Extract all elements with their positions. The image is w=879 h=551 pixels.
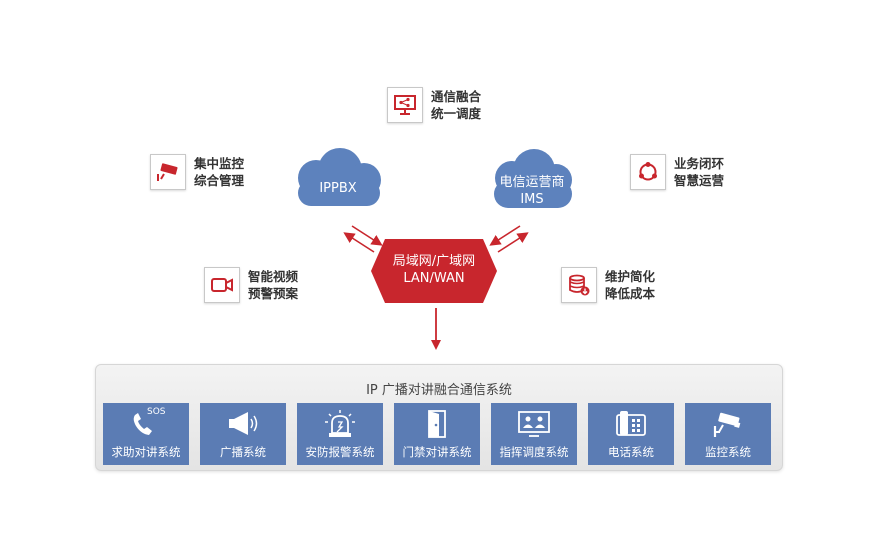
tile-sos-intercom: SOS 求助对讲系统: [103, 403, 189, 465]
feature-line2: 降低成本: [605, 286, 656, 301]
tile-label: 指挥调度系统: [499, 445, 569, 459]
tile-dispatch: 指挥调度系统: [491, 403, 577, 465]
tile-label: 安防报警系统: [305, 445, 375, 459]
panel-title: IP 广播对讲融合通信系统: [366, 383, 512, 398]
tile-telephone: 电话系统: [588, 403, 674, 465]
arrow-left-bidirectional: [343, 225, 383, 253]
lan-wan-hub: [371, 239, 497, 303]
dispatch-screen-icon: [518, 411, 550, 437]
feature-line2: 智慧运营: [674, 173, 725, 188]
tile-broadcast: 广播系统: [200, 403, 286, 465]
cloud-ippbx: IPPBX: [288, 146, 388, 212]
cycle-icon: [630, 154, 666, 190]
arrow-right-bidirectional: [489, 225, 529, 253]
tile-access-intercom: 门禁对讲系统: [394, 403, 480, 465]
cctv-camera-icon: [150, 154, 186, 190]
cctv-camera-icon: [713, 412, 741, 437]
feature-smart-video: 智能视频预警预案: [204, 267, 298, 303]
alarm-light-icon: [325, 410, 355, 437]
monitor-share-icon: [387, 87, 423, 123]
tile-surveillance: 监控系统: [685, 403, 771, 465]
feature-line1: 智能视频: [248, 269, 299, 284]
hub-line1: 局域网/广域网: [392, 254, 476, 269]
feature-closed-loop: 业务闭环智慧运营: [630, 154, 724, 190]
feature-line2: 综合管理: [194, 173, 245, 188]
feature-line1: 通信融合: [431, 89, 482, 104]
feature-line2: 预警预案: [248, 286, 299, 301]
sos-phone-icon: [133, 413, 152, 435]
tile-label: 电话系统: [608, 445, 654, 459]
tile-label: 门禁对讲系统: [402, 445, 472, 459]
feature-comm-fusion: 通信融合统一调度: [387, 87, 481, 123]
tile-label: 广播系统: [220, 445, 266, 459]
feature-maintenance: 维护简化降低成本: [561, 267, 655, 303]
cloud-ims-line1: 电信运营商: [499, 175, 565, 190]
telephone-icon: [616, 411, 646, 436]
database-icon: [561, 267, 597, 303]
megaphone-icon: [229, 412, 258, 435]
tile-security-alarm: 安防报警系统: [297, 403, 383, 465]
video-camera-icon: [204, 267, 240, 303]
sos-text: SOS: [147, 407, 166, 417]
tile-label: 监控系统: [705, 445, 751, 459]
system-tiles: SOS 求助对讲系统 广播系统 安防报警系统: [103, 403, 771, 465]
cloud-ims-label: 电信运营商 IMS: [486, 174, 578, 208]
cloud-ims-line2: IMS: [520, 192, 544, 207]
feature-line2: 统一调度: [431, 106, 482, 121]
feature-line1: 集中监控: [194, 156, 245, 171]
feature-line1: 业务闭环: [674, 156, 725, 171]
feature-central-monitor: 集中监控综合管理: [150, 154, 244, 190]
tile-label: 求助对讲系统: [111, 445, 181, 459]
system-panel: IP 广播对讲融合通信系统 SOS 求助对讲系统 广播系统 安防报警: [95, 364, 783, 471]
lan-wan-label: 局域网/广域网 LAN/WAN: [371, 253, 497, 287]
feature-line1: 维护简化: [605, 269, 656, 284]
hub-line2: LAN/WAN: [403, 271, 465, 286]
cloud-ims: 电信运营商 IMS: [486, 146, 578, 214]
cloud-ippbx-label: IPPBX: [319, 181, 357, 196]
door-icon: [428, 410, 446, 438]
arrow-down: [431, 308, 441, 350]
